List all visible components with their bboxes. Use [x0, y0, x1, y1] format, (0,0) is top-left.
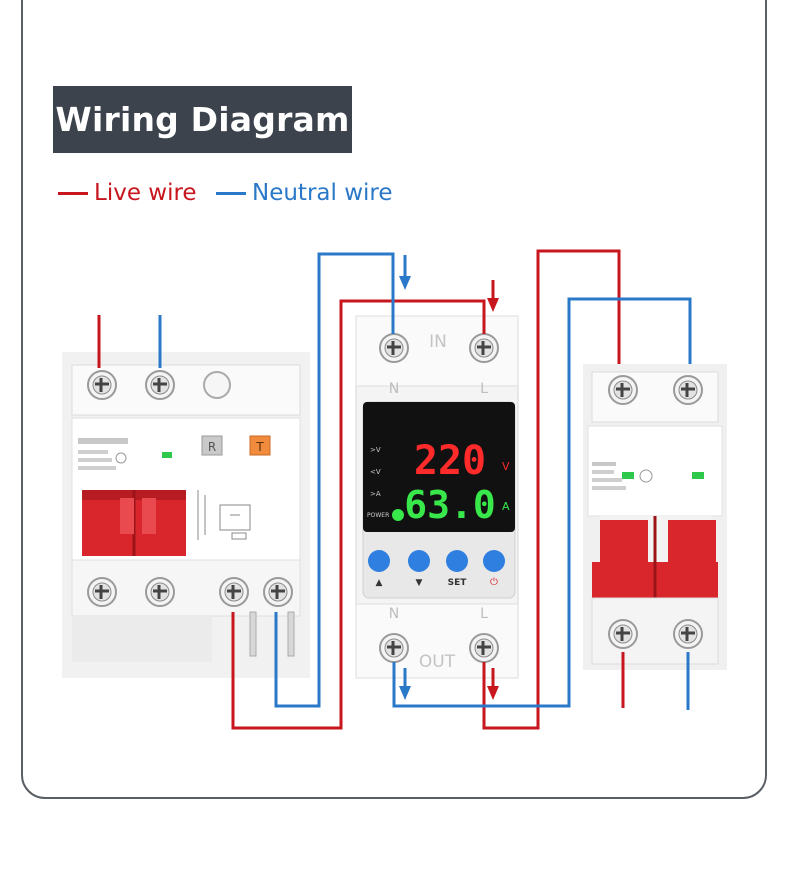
protector-in-label: IN — [429, 332, 447, 352]
down-button-label: ▼ — [416, 578, 423, 588]
rcbo-status-led — [162, 452, 172, 458]
up-button-label: ▲ — [376, 578, 383, 588]
protector-top-l-label: L — [480, 381, 488, 397]
protector-out-label: OUT — [419, 652, 456, 672]
live-in-arrow-icon — [487, 298, 499, 312]
mcb-top-screw-live — [607, 374, 639, 406]
mcb-bottom-screw-neutral — [672, 618, 704, 650]
indicator-over-current: >A — [370, 490, 381, 498]
rcbo-reset-button — [201, 435, 223, 456]
live-wires — [97, 249, 625, 730]
mcb-status-led-left — [622, 472, 634, 479]
rcbo-test-button — [249, 435, 271, 456]
protector-out-screw-n — [378, 632, 410, 664]
neutral-out-arrow-icon — [399, 686, 411, 700]
rcbo-button-r-label: R — [208, 440, 216, 454]
mcb-top-screw-neutral — [672, 374, 704, 406]
set-button-label: SET — [448, 578, 468, 588]
voltage-unit: V — [502, 460, 510, 473]
rcbo-out-screw-live — [218, 576, 250, 608]
protector-top-n-label: N — [389, 381, 399, 397]
protector-in-screw-n — [378, 332, 410, 364]
indicator-under-voltage: <V — [370, 468, 381, 476]
protector-bottom-l-label: L — [480, 606, 488, 622]
rcbo-out-screw-neutral — [262, 576, 294, 608]
neutral-wire-swatch — [216, 191, 246, 195]
legend-neutral: Neutral wire — [216, 177, 393, 209]
protector-out-screw-l — [468, 632, 500, 664]
mcb-status-led-right — [692, 472, 704, 479]
protector-display — [363, 402, 515, 532]
legend-neutral-label: Neutral wire — [252, 180, 393, 206]
mcb-bottom-screw-live — [607, 618, 639, 650]
live-out-arrow-icon — [487, 686, 499, 700]
legend-live-label: Live wire — [94, 180, 197, 206]
power-led — [392, 509, 404, 521]
protector-in-screw-l — [468, 332, 500, 364]
rcbo-top-screw-neutral — [144, 369, 176, 401]
flow-arrows — [399, 255, 499, 700]
rcbo-bottom-screw-neutral — [144, 576, 176, 608]
voltage-protector: IN N L >V <V >A POWER 220 V 63.0 A ▲ ▼ S… — [355, 315, 519, 679]
mcb-breaker — [583, 364, 727, 670]
rcbo-bottom-screw-live — [86, 576, 118, 608]
neutral-in-arrow-icon — [399, 276, 411, 290]
indicator-power-label: POWER — [367, 512, 389, 519]
page-title: Wiring Diagram — [53, 86, 352, 153]
current-unit: A — [502, 500, 510, 513]
power-button-label: ⏻ — [490, 577, 498, 588]
rcbo-test-hole — [203, 371, 231, 399]
voltage-readout: 220 — [414, 438, 486, 484]
indicator-over-voltage: >V — [370, 446, 381, 454]
live-wire-swatch — [58, 191, 88, 195]
rcbo-breaker: R T — [62, 352, 310, 678]
down-button[interactable] — [408, 550, 430, 572]
rcbo-button-t-label: T — [255, 440, 264, 454]
neutral-wires — [158, 252, 692, 710]
legend-live: Live wire — [58, 177, 197, 209]
protector-bottom-n-label: N — [389, 606, 399, 622]
current-readout: 63.0 — [404, 483, 496, 527]
rcbo-top-screw-live — [86, 369, 118, 401]
up-button[interactable] — [368, 550, 390, 572]
set-button[interactable] — [446, 550, 468, 572]
power-button[interactable] — [483, 550, 505, 572]
